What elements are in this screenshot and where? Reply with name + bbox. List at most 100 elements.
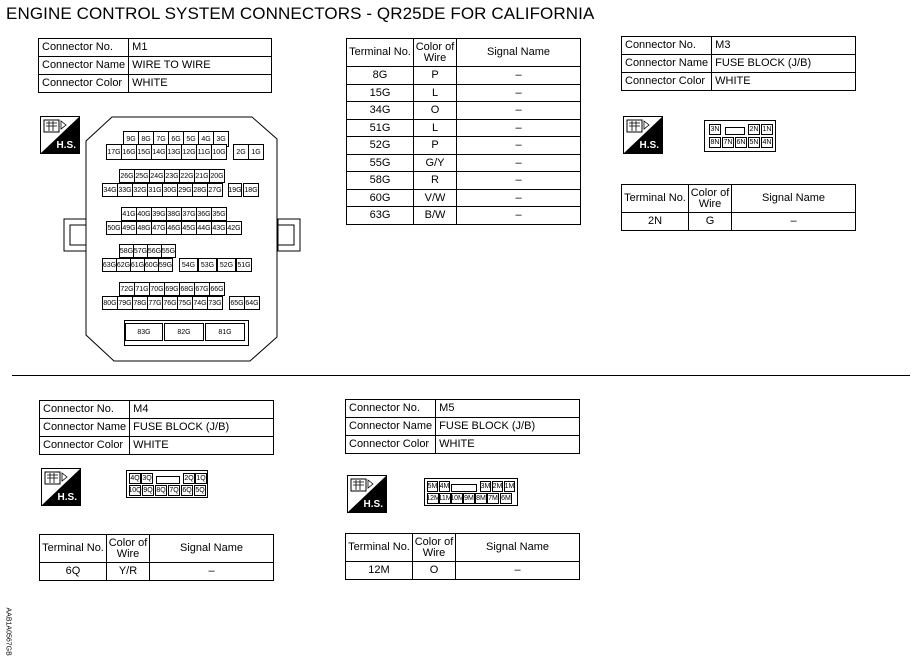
terminal-table-m4: Terminal No. Color of Wire Signal Name 6…	[39, 534, 274, 581]
connector-pin: 2Q	[183, 473, 195, 484]
terminal-no-cell: 34G	[346, 101, 414, 120]
connector-pin: 52G	[217, 258, 236, 272]
connector-pin: 46G	[166, 221, 182, 235]
terminal-no-header: Terminal No.	[621, 184, 689, 213]
connector-no-value: M4	[129, 400, 274, 419]
hs-label: H.S.	[639, 140, 659, 151]
connector-pin: 42G	[226, 221, 242, 235]
terminal-no-header: Terminal No.	[39, 534, 107, 563]
connector-pin: 14G	[151, 144, 167, 160]
connector-pin: 3M	[480, 481, 491, 492]
connector-no-value: M1	[128, 38, 272, 57]
connector-pin: 49G	[121, 221, 137, 235]
connector-pin: 51G	[236, 258, 252, 272]
terminal-no-cell: 58G	[346, 171, 414, 190]
signal-name-header: Signal Name	[455, 533, 580, 562]
connector-name-label: Connector Name	[37, 56, 130, 75]
terminal-no-cell: 15G	[346, 84, 414, 102]
wire-color-cell: R	[413, 171, 457, 190]
hs-label: H.S.	[57, 492, 77, 503]
signal-name-header: Signal Name	[456, 38, 581, 67]
connector-pin: 60G	[144, 258, 159, 272]
connector-pin: 81G	[205, 323, 245, 341]
connector-pin: 72G	[119, 282, 135, 296]
connector-pin: 48G	[136, 221, 152, 235]
terminal-no-cell: 55G	[346, 154, 414, 172]
connector-pin: 8M	[475, 493, 487, 504]
wire-color-cell: O	[413, 101, 457, 120]
terminal-table-m1: Terminal No. Color of Wire Signal Name 8…	[346, 38, 581, 225]
connector-pin: 41G	[121, 207, 137, 221]
wire-color-cell: G/Y	[413, 154, 457, 172]
harness-side-graphic	[624, 117, 662, 153]
connector-name-label: Connector Name	[344, 417, 437, 436]
connector-pin: 32G	[132, 183, 148, 197]
terminal-no-cell: 60G	[346, 189, 414, 207]
connector-pin: 75G	[177, 296, 193, 310]
connector-pin: 6M	[500, 493, 512, 504]
connector-pin: 57G	[133, 244, 148, 258]
connector-no-value: M5	[435, 399, 580, 418]
connector-pin: 18G	[243, 183, 259, 197]
wire-color-cell: O	[412, 561, 456, 580]
terminal-no-cell: 63G	[346, 206, 414, 225]
harness-side-graphic	[348, 476, 386, 512]
terminal-no-cell: 12M	[345, 561, 413, 580]
connector-pin: 6Q	[181, 485, 193, 496]
connector-pin: 1M	[504, 481, 515, 492]
connector-pin: 58G	[119, 244, 134, 258]
connector-pin-frame	[124, 320, 249, 346]
signal-name-cell: –	[456, 66, 581, 85]
signal-name-cell: –	[456, 189, 581, 207]
connector-pin: 7M	[487, 493, 499, 504]
connector-pin: 53G	[198, 258, 217, 272]
harness-side-icon: H.S.	[623, 116, 663, 154]
connector-pin: 10Q	[128, 485, 142, 496]
connector-pin: 82G	[164, 323, 204, 341]
figure-code-text: AAB1A0567GB	[4, 607, 12, 656]
connector-pin: 8Q	[155, 485, 167, 496]
terminal-no-header: Terminal No.	[345, 533, 413, 562]
connector-pin: 13G	[166, 144, 182, 160]
signal-name-cell: –	[456, 119, 581, 137]
connector-pin: 3N	[709, 124, 721, 135]
connector-name-label: Connector Name	[38, 418, 131, 437]
connector-pin: 1Q	[195, 473, 207, 484]
signal-name-cell: –	[456, 84, 581, 102]
connector-pin: 27G	[207, 183, 223, 197]
connector-pin: 23G	[164, 169, 180, 183]
connector-pin: 33G	[117, 183, 133, 197]
terminal-no-header: Terminal No.	[346, 38, 414, 67]
connector-color-value: WHITE	[435, 435, 580, 454]
connector-key-slot	[725, 127, 745, 135]
connector-pin: 78G	[132, 296, 148, 310]
connector-color-label: Connector Color	[620, 72, 713, 91]
connector-pin: 1G	[248, 144, 264, 160]
connector-pin: 11M	[438, 493, 452, 504]
connector-color-value: WHITE	[128, 74, 272, 93]
page-title: ENGINE CONTROL SYSTEM CONNECTORS - QR25D…	[6, 4, 595, 23]
connector-pin: 56G	[147, 244, 162, 258]
connector-pin: 74G	[192, 296, 208, 310]
harness-side-graphic	[41, 117, 79, 153]
wire-color-cell: Y/R	[106, 562, 150, 581]
connector-pin: 71G	[134, 282, 150, 296]
connector-pin: 65G	[229, 296, 245, 310]
